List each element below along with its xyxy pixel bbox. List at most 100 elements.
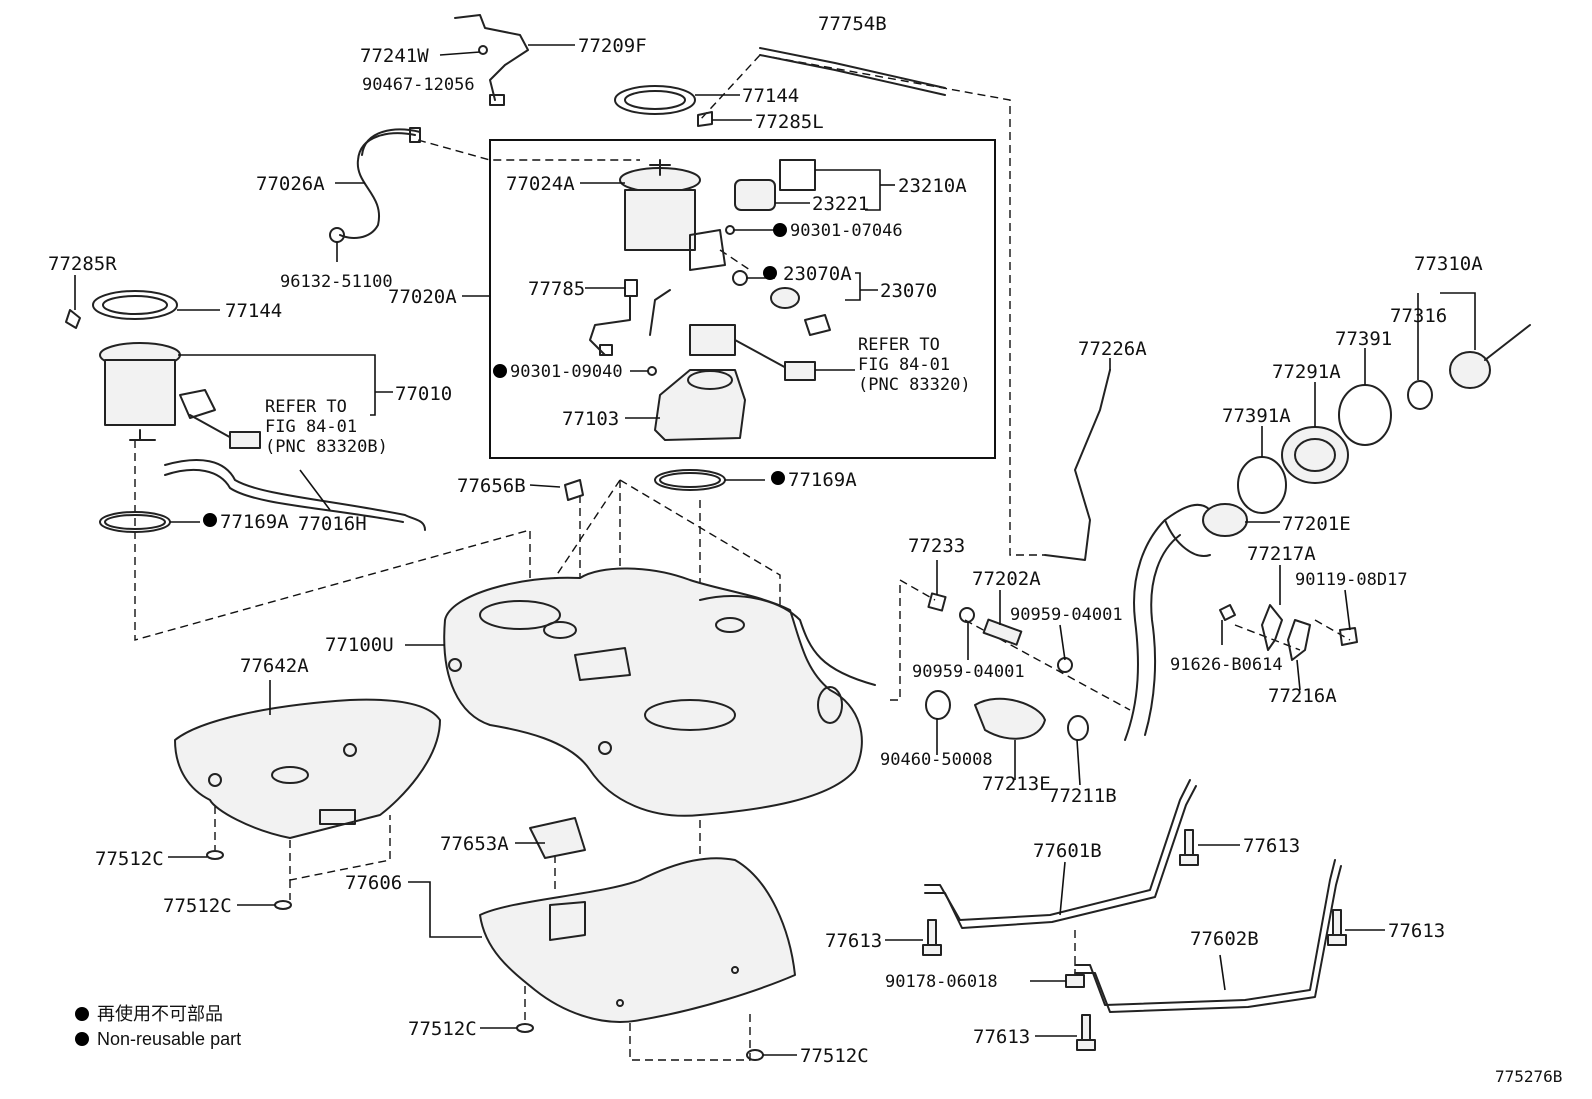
label-23210a: 23210A: [898, 175, 967, 197]
hose-77213e: [974, 697, 1046, 740]
ring-77316: [1407, 380, 1433, 410]
refer-right-line3: (PNC 83320): [858, 375, 971, 395]
label-77613-d: 77613: [973, 1026, 1030, 1048]
label-77211b: 77211B: [1048, 785, 1117, 807]
sensor-wire: [454, 14, 529, 106]
legend: 再使用不可部品 Non-reusable part: [75, 1004, 241, 1049]
plug-77512c-c: [516, 1023, 534, 1033]
label-90301-09040: 90301-09040: [510, 362, 623, 382]
clamp-lower: [1057, 657, 1073, 673]
label-77512c-a: 77512C: [95, 848, 164, 870]
label-77512c-b: 77512C: [163, 895, 232, 917]
label-77103: 77103: [562, 408, 619, 430]
part-labels: 77754B 77241W 77209F 90467-12056 77144 7…: [48, 13, 1483, 1067]
label-23070: 23070: [880, 280, 937, 302]
pump-motor: [734, 159, 816, 211]
label-77613-a: 77613: [1243, 835, 1300, 857]
label-77100u: 77100U: [325, 634, 394, 656]
filter-23070: [770, 287, 831, 336]
bolt-77613-c: [1327, 909, 1347, 946]
hose: [329, 127, 421, 243]
bolt-77613-d: [1076, 1014, 1096, 1051]
o-ring-23070a: [732, 270, 748, 286]
label-77656b: 77656B: [457, 475, 526, 497]
clip-77285l: [697, 111, 713, 127]
lock-ring-left: [92, 290, 178, 320]
label-77241w: 77241W: [360, 45, 429, 67]
label-77785: 77785: [528, 278, 585, 300]
label-77606: 77606: [345, 872, 402, 894]
hinge-77217a: [1261, 604, 1283, 651]
label-77602b: 77602B: [1190, 928, 1259, 950]
pump-assembly-box: [489, 139, 996, 459]
label-77391: 77391: [1335, 328, 1392, 350]
refer-left-line3: (PNC 83320B): [265, 437, 388, 457]
refer-right-line1: REFER TO: [858, 335, 940, 355]
figure-code: 775276B: [1495, 1067, 1562, 1086]
fuel-cap: [1449, 324, 1531, 389]
label-23221: 23221: [812, 193, 869, 215]
sender-wire: [589, 279, 638, 356]
label-77169a-top: 77169A: [788, 469, 857, 491]
hinge-77216a: [1287, 619, 1311, 661]
label-77233: 77233: [908, 535, 965, 557]
lock-ring-top: [614, 85, 696, 115]
protector-77606: [479, 857, 796, 1023]
bolt-77613-b: [922, 919, 942, 956]
label-77226a: 77226A: [1078, 338, 1147, 360]
cover-77653a: [529, 817, 586, 859]
legend-dot-en: [75, 1032, 89, 1046]
protector-77642a: [174, 698, 441, 839]
label-77754b: 77754B: [818, 13, 887, 35]
band-77601b: [924, 779, 1197, 929]
o-ring-90301: [647, 366, 657, 376]
label-77285l: 77285L: [755, 111, 824, 133]
clamp-upper: [959, 607, 975, 623]
vent-tube: [759, 54, 946, 96]
pump-unit-77010: [99, 342, 261, 449]
label-77169a-left: 77169A: [220, 511, 289, 533]
label-77653a: 77653A: [440, 833, 509, 855]
label-77613-c: 77613: [1388, 920, 1445, 942]
filler-housing: [1281, 426, 1349, 484]
label-77642a: 77642A: [240, 655, 309, 677]
label-77010: 77010: [395, 383, 452, 405]
label-77391a: 77391A: [1222, 405, 1291, 427]
label-77613-b: 77613: [825, 930, 882, 952]
nut-90178: [1065, 974, 1085, 988]
label-77209f: 77209F: [578, 35, 647, 57]
label-77202a: 77202A: [972, 568, 1041, 590]
joint-77233: [927, 592, 947, 612]
legend-en: Non-reusable part: [97, 1029, 241, 1049]
fuel-tank: [443, 567, 876, 817]
non-reusable-markers: [203, 223, 787, 527]
grommet-90460: [925, 690, 951, 720]
clip-77285r: [65, 309, 81, 329]
label-90460-50008: 90460-50008: [880, 750, 993, 770]
plug-77512c-b: [274, 900, 292, 910]
refer-left-line2: FIG 84-01: [265, 417, 357, 437]
o-ring-small: [725, 225, 735, 235]
label-77217a: 77217A: [1247, 543, 1316, 565]
label-77512c-c: 77512C: [408, 1018, 477, 1040]
band-77602b: [1074, 859, 1342, 1013]
plug-77656b: [564, 479, 584, 501]
leader-lines: [74, 44, 1476, 1056]
label-91626-b0614: 91626-B0614: [1170, 655, 1283, 675]
plug-77512c-a: [206, 850, 224, 860]
legend-jp: 再使用不可部品: [97, 1004, 223, 1024]
screw-91626: [1219, 604, 1236, 621]
label-90959-04001-b: 90959-04001: [912, 662, 1025, 682]
refer-left-line1: REFER TO: [265, 397, 347, 417]
refer-right-line2: FIG 84-01: [858, 355, 950, 375]
fuel-pump-assembly: [619, 159, 726, 271]
label-77310a: 77310A: [1414, 253, 1483, 275]
clamp-77211b: [1067, 715, 1089, 741]
legend-dot-jp: [75, 1007, 89, 1021]
label-90119-08d17: 90119-08D17: [1295, 570, 1408, 590]
label-90178-06018: 90178-06018: [885, 972, 998, 992]
gasket-77391a: [1237, 456, 1287, 514]
breather-tube: [1044, 369, 1111, 561]
filler-pipe: [1124, 503, 1248, 741]
